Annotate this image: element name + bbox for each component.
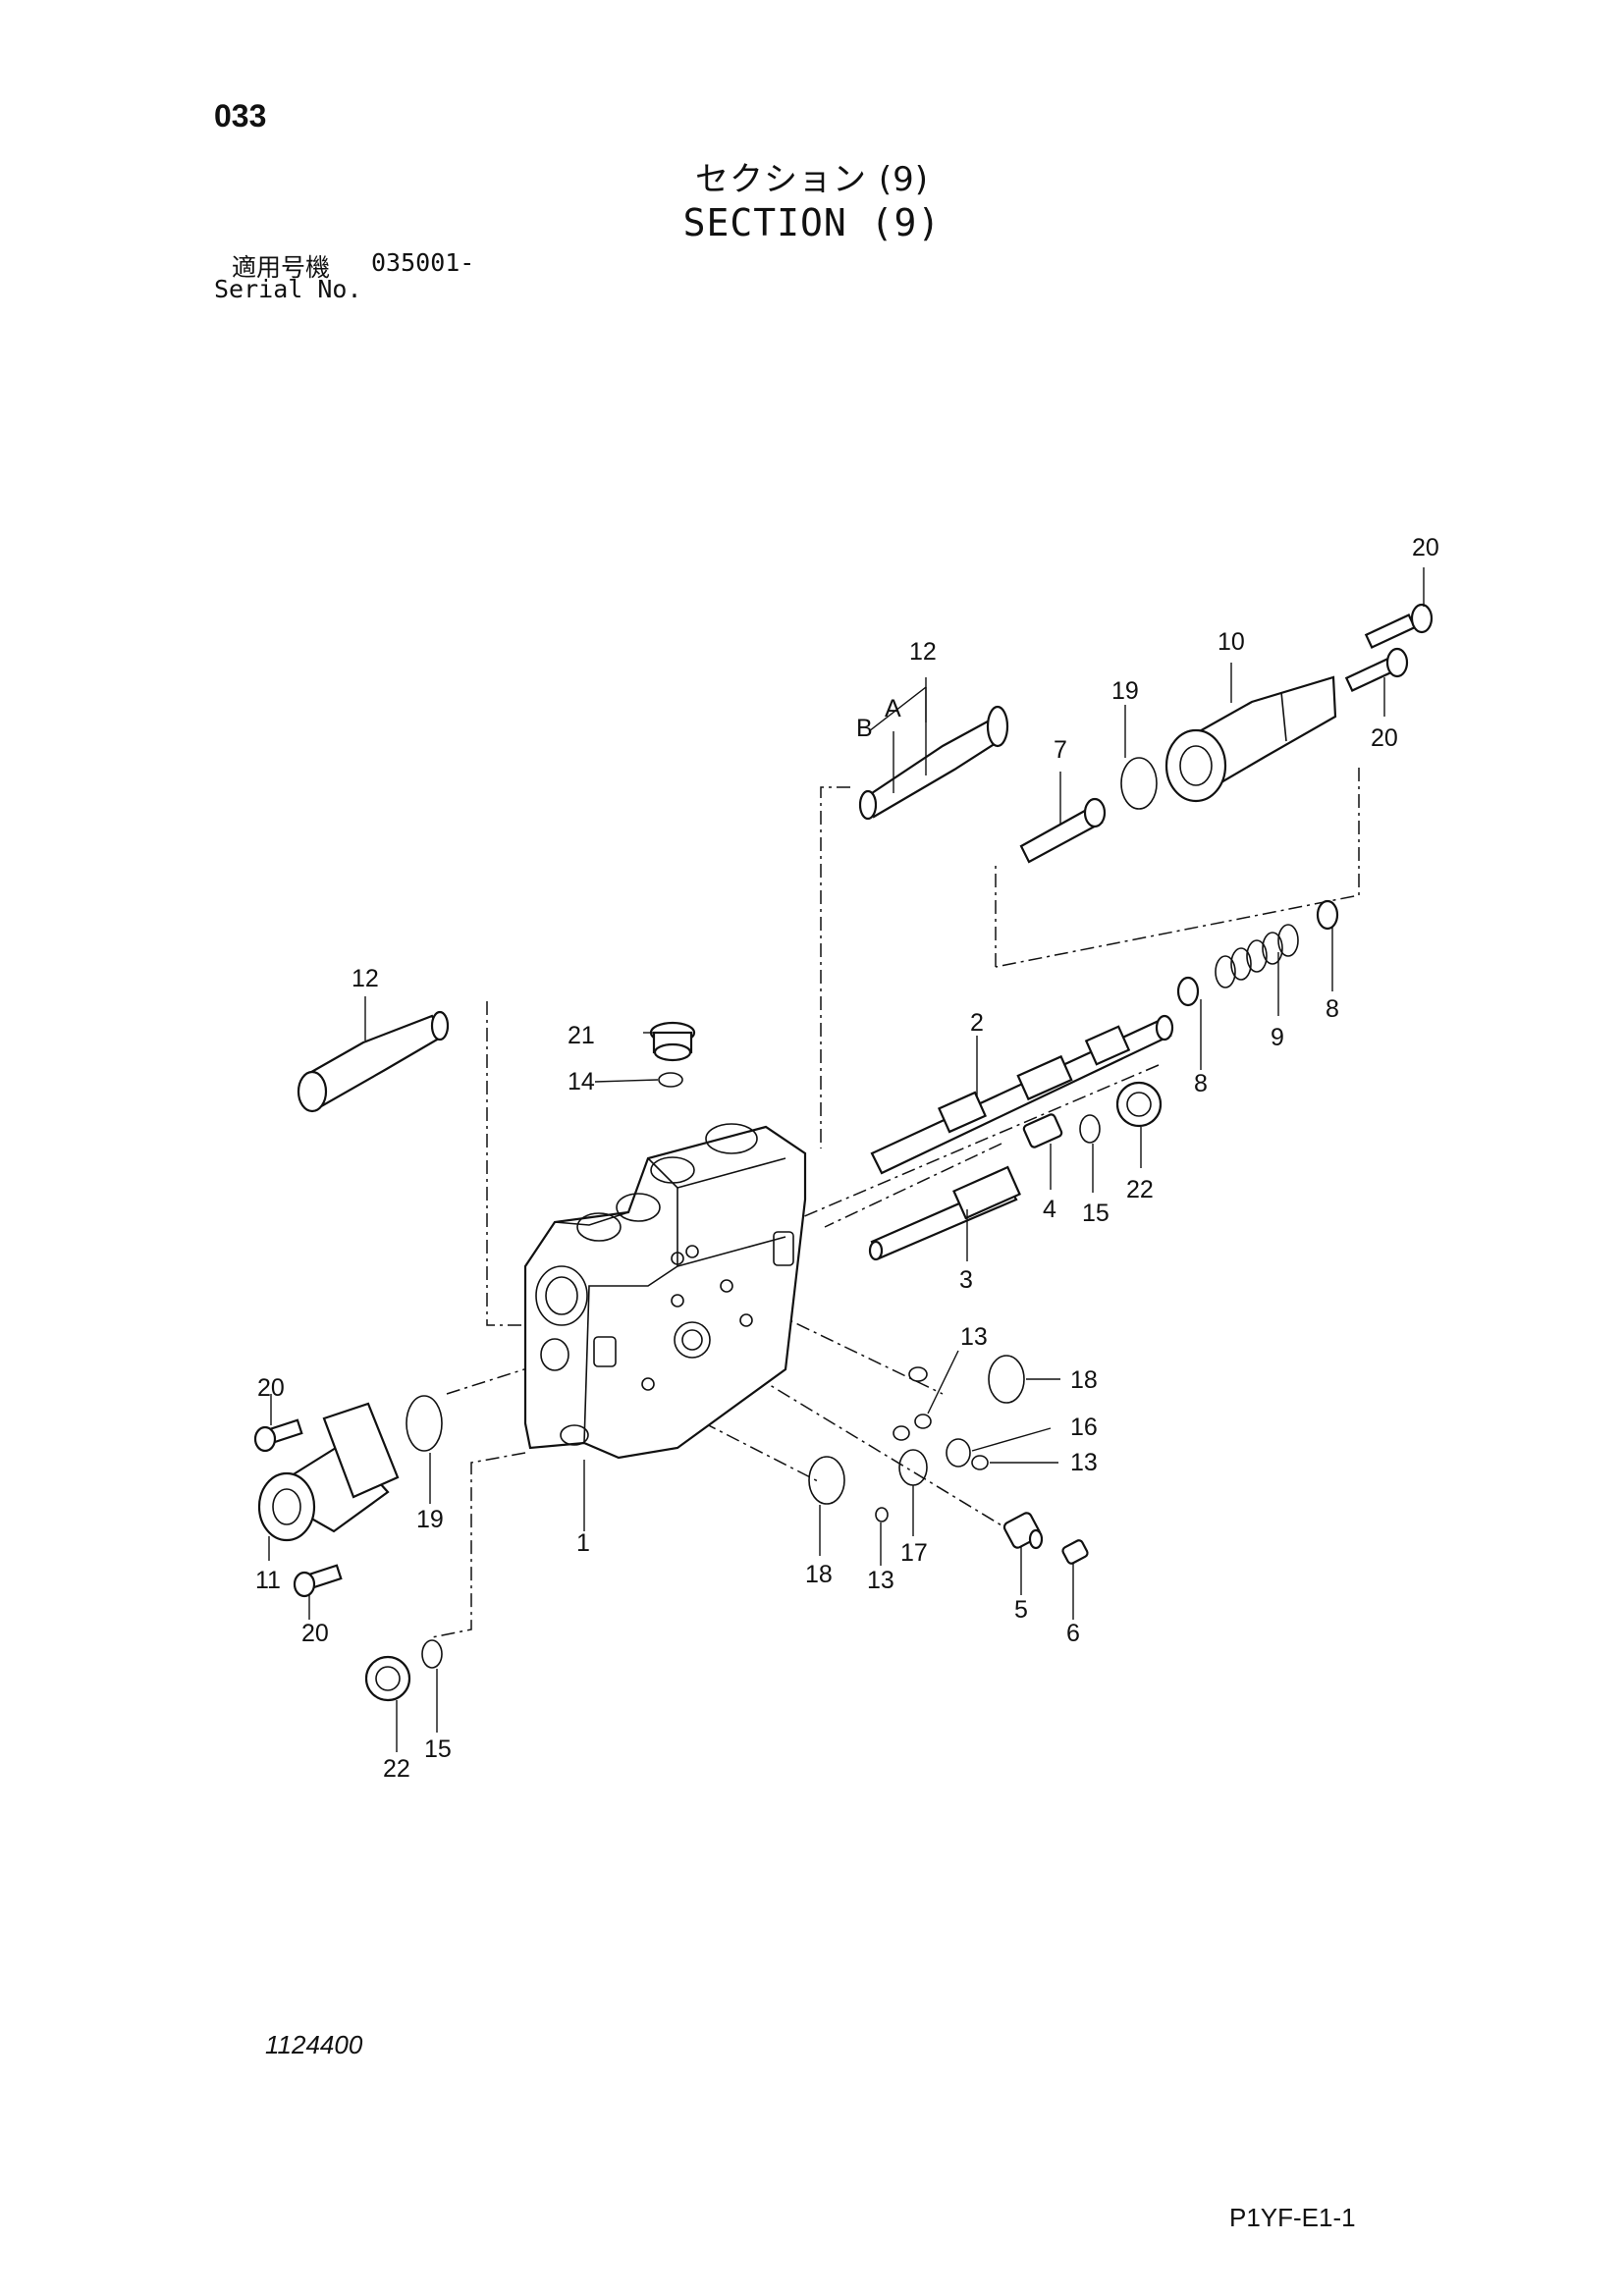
callout-19: 19 <box>416 1506 444 1533</box>
relief-valve-part-12-upper <box>858 705 1009 821</box>
spring-part-6 <box>1061 1539 1089 1565</box>
check-valve-part-5 <box>1002 1512 1044 1550</box>
page-number: 033 <box>214 98 267 133</box>
serial-label-english: Serial No. <box>214 275 362 303</box>
callout-20: 20 <box>1371 724 1398 752</box>
serial-number-value: 035001- <box>371 248 475 277</box>
page-title-japanese: セクション (9) <box>695 160 929 199</box>
leader-lines <box>268 567 1425 1752</box>
o-ring-part-15-upper <box>1079 1114 1101 1144</box>
o-ring-part-18-lower <box>808 1456 845 1505</box>
callout-14: 14 <box>568 1068 595 1095</box>
callout-16: 16 <box>1070 1414 1098 1441</box>
o-ring-part-13-c <box>914 1414 932 1429</box>
callout-6: 6 <box>1066 1620 1080 1647</box>
drawing-number: 1124400 <box>265 2030 363 2059</box>
o-ring-part-18-upper <box>988 1355 1025 1404</box>
callout-13: 13 <box>1070 1449 1098 1476</box>
cap-part-10 <box>1164 675 1337 803</box>
plug-part-22-lower <box>364 1655 411 1702</box>
plug-part-21 <box>649 1021 696 1062</box>
callout-15: 15 <box>424 1735 452 1763</box>
callout-8: 8 <box>1326 995 1339 1023</box>
bolt-part-20-left-upper <box>253 1418 303 1453</box>
callout-7: 7 <box>1054 736 1067 764</box>
callout-15: 15 <box>1082 1200 1110 1227</box>
callout-18: 18 <box>1070 1366 1098 1394</box>
retainer-part-8-upper <box>1316 899 1339 931</box>
spool-part-3 <box>868 1165 1021 1261</box>
relief-valve-part-12-lower <box>297 1010 450 1113</box>
callout-17: 17 <box>900 1539 928 1567</box>
callout-19: 19 <box>1111 677 1139 705</box>
callout-11: 11 <box>255 1567 281 1594</box>
spool-part-2 <box>870 1014 1174 1175</box>
callout-a: A <box>885 695 901 722</box>
bolt-part-20-left-lower <box>293 1564 343 1598</box>
callout-4: 4 <box>1043 1196 1056 1223</box>
piston-part-7 <box>1019 797 1107 864</box>
callout-13: 13 <box>960 1323 988 1351</box>
callout-5: 5 <box>1014 1596 1028 1624</box>
callout-12: 12 <box>909 638 937 666</box>
callout-20: 20 <box>1412 534 1439 561</box>
spring-part-9 <box>1215 924 1299 988</box>
callout-2: 2 <box>970 1009 984 1037</box>
o-ring-part-14 <box>658 1072 683 1088</box>
page-title-english: SECTION (9) <box>682 201 942 244</box>
bolt-part-20-top <box>1364 603 1434 649</box>
callout-13: 13 <box>867 1567 894 1594</box>
valve-body-part-1 <box>523 1123 807 1460</box>
callout-3: 3 <box>959 1266 973 1294</box>
o-ring-part-17 <box>898 1449 928 1486</box>
callout-20: 20 <box>257 1374 285 1402</box>
callout-10: 10 <box>1218 628 1245 656</box>
callout-20: 20 <box>301 1620 329 1647</box>
callout-18: 18 <box>805 1561 833 1588</box>
serial-label-japanese: 適用号機 <box>232 253 331 282</box>
o-ring-part-13-a <box>908 1366 928 1382</box>
o-ring-part-13-b <box>893 1425 910 1441</box>
retainer-part-8-lower <box>1176 976 1200 1007</box>
callout-labels: 20 10 20 19 12 B A 7 12 21 14 2 8 9 8 15… <box>255 534 1439 1783</box>
callout-8: 8 <box>1194 1070 1208 1097</box>
o-ring-part-19-lower <box>406 1395 443 1452</box>
plug-part-22-upper <box>1115 1081 1163 1128</box>
callout-b: B <box>856 715 873 742</box>
callout-12: 12 <box>352 965 379 992</box>
page-code: P1YF-E1-1 <box>1229 2203 1356 2232</box>
o-ring-part-13-e <box>875 1507 889 1522</box>
bolt-part-20-right <box>1344 647 1409 692</box>
o-ring-part-13-d <box>971 1455 989 1470</box>
o-ring-part-19-upper <box>1120 757 1158 810</box>
callout-9: 9 <box>1271 1024 1284 1051</box>
o-ring-part-15-lower <box>421 1639 443 1669</box>
callout-1: 1 <box>576 1529 590 1557</box>
callout-21: 21 <box>568 1022 595 1049</box>
cap-part-11 <box>257 1402 400 1542</box>
spring-part-4 <box>1022 1113 1063 1148</box>
callout-22: 22 <box>1126 1176 1154 1203</box>
assembly-lines <box>431 768 1360 1638</box>
o-ring-part-16 <box>946 1438 971 1468</box>
callout-22: 22 <box>383 1755 410 1783</box>
